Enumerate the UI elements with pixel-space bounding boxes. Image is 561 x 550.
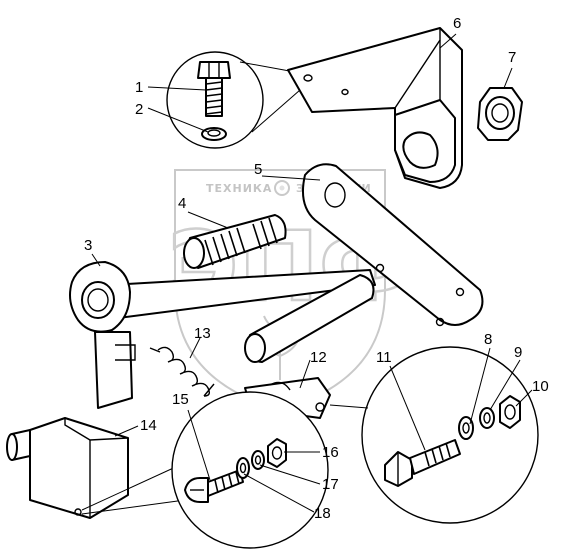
part-18-washer xyxy=(236,457,250,479)
part-9-lock-washer xyxy=(479,407,495,429)
callout-13: 13 xyxy=(194,325,211,342)
callout-8: 8 xyxy=(484,331,492,348)
part-5-plate xyxy=(302,163,484,327)
gear-icon xyxy=(274,180,290,196)
callout-labels: 1 2 3 4 5 6 7 8 9 10 11 12 13 14 15 16 1… xyxy=(84,15,549,522)
callout-17: 17 xyxy=(322,476,339,493)
part-7-nut xyxy=(477,87,523,141)
callout-18: 18 xyxy=(314,505,331,522)
part-13-spring xyxy=(149,346,215,397)
callout-14: 14 xyxy=(140,417,157,434)
callout-1: 1 xyxy=(135,79,143,96)
part-17-lock-washer xyxy=(251,450,265,470)
detail-circle-right xyxy=(329,346,539,524)
part-16-nut xyxy=(267,438,287,468)
callout-7: 7 xyxy=(508,49,516,66)
callout-15: 15 xyxy=(172,391,189,408)
callout-16: 16 xyxy=(322,444,339,461)
detail-circle-bottom xyxy=(171,391,329,549)
part-2-washer xyxy=(201,127,227,141)
callout-9: 9 xyxy=(514,344,522,361)
callout-12: 12 xyxy=(310,349,327,366)
part-3-lever xyxy=(69,261,376,409)
part-8-washer xyxy=(458,416,474,440)
callout-2: 2 xyxy=(135,101,143,118)
part-14-switch-box xyxy=(6,417,186,519)
part-6-bracket xyxy=(287,27,463,189)
callout-4: 4 xyxy=(178,195,186,212)
detail-circle-top xyxy=(166,51,301,149)
callout-3: 3 xyxy=(84,237,92,254)
part-1-bolt xyxy=(197,61,231,117)
callout-11: 11 xyxy=(376,349,392,366)
callout-5: 5 xyxy=(254,161,262,178)
leader-lines xyxy=(91,33,533,513)
callout-10: 10 xyxy=(532,378,549,395)
part-11-bolt xyxy=(384,439,461,487)
part-10-nut xyxy=(499,395,521,429)
part-4-stud xyxy=(183,214,287,269)
watermark-text-left: ТЕХНИКА xyxy=(206,182,272,195)
part-15-screw xyxy=(184,469,244,503)
callout-6: 6 xyxy=(453,15,461,32)
